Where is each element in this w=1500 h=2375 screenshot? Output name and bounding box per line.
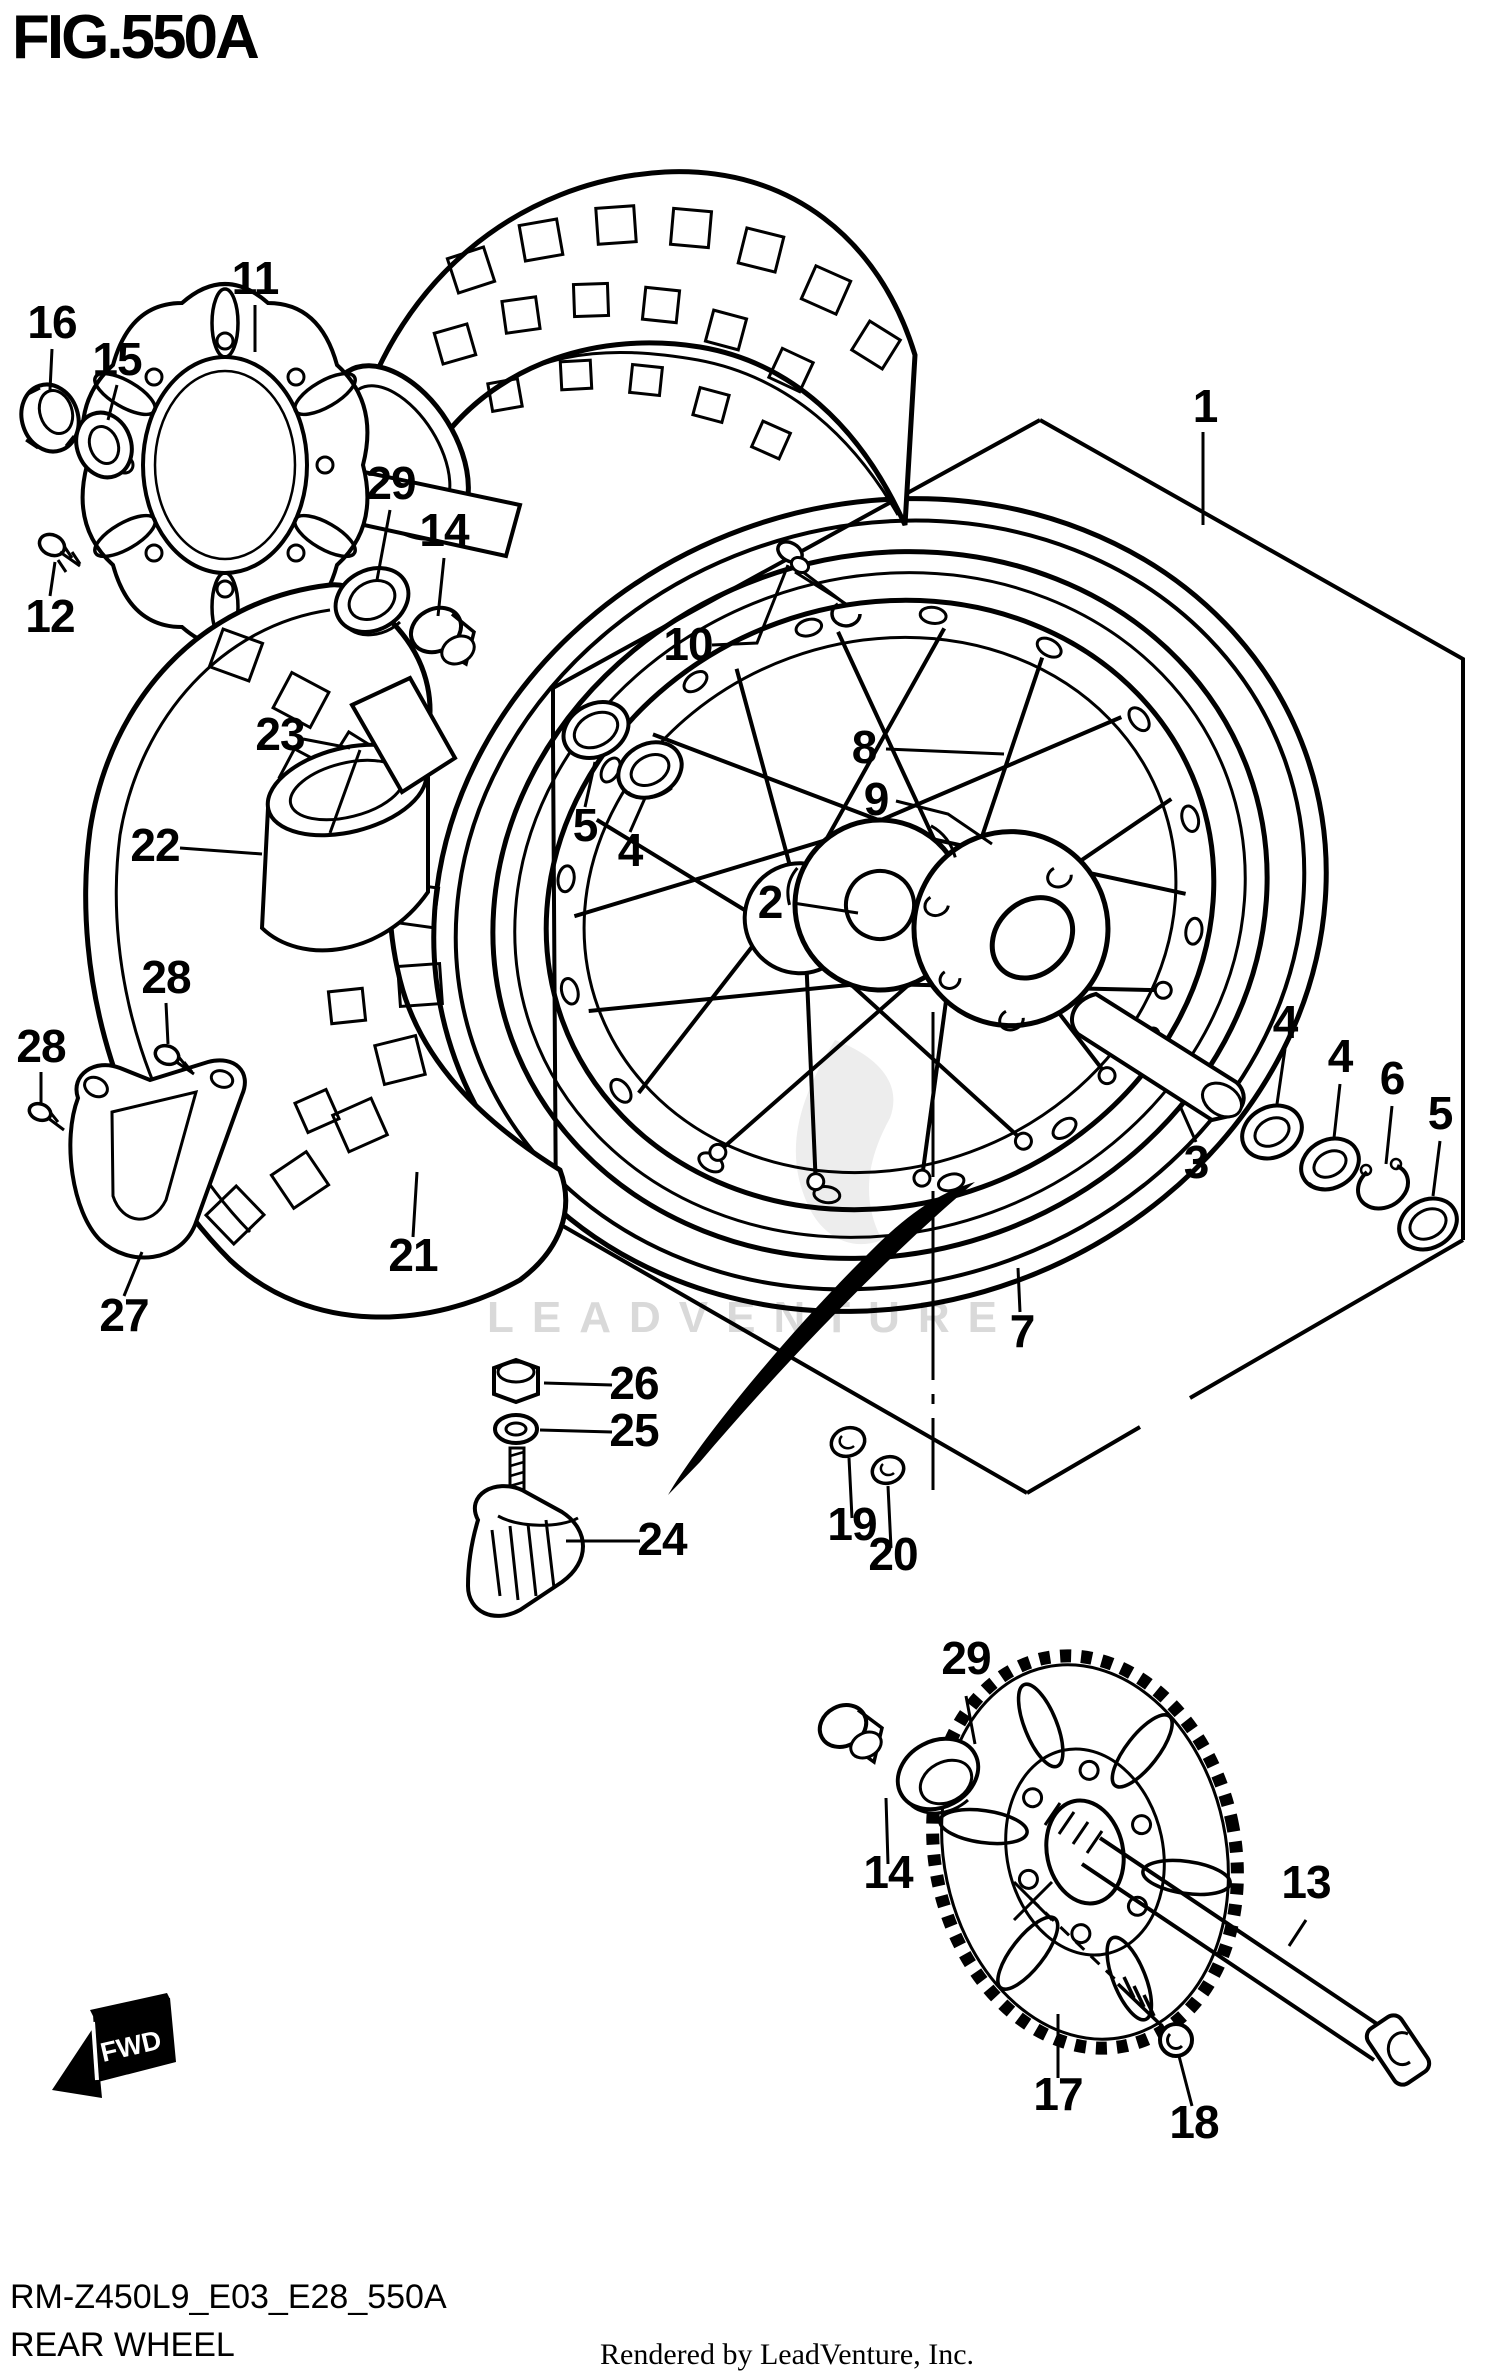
- hub: [742, 817, 1111, 1032]
- footer-part-code: RM-Z450L9_E03_E28_550A: [10, 2278, 447, 2316]
- wheel-assembly: [431, 496, 1329, 1314]
- part-label-17: 17: [1033, 2068, 1082, 2120]
- part-label-6: 6: [1380, 1052, 1405, 1104]
- part-label-19: 19: [827, 1498, 876, 1550]
- seal-5-right: [1397, 1196, 1459, 1252]
- part-label-28: 28: [16, 1020, 66, 1072]
- spacer-14-top: [409, 605, 476, 667]
- snap-ring-6: [1356, 1157, 1410, 1211]
- part-label-9: 9: [864, 773, 889, 825]
- part-label-14: 14: [419, 504, 470, 556]
- nut-16: [19, 382, 81, 454]
- part-label-20: 20: [868, 1528, 917, 1580]
- part-label-21: 21: [388, 1229, 438, 1281]
- seal-29-top: [333, 566, 411, 637]
- washer-15: [74, 410, 134, 480]
- part-label-29: 29: [366, 457, 415, 509]
- footer-credit: Rendered by LeadVenture, Inc.: [600, 2338, 974, 2371]
- part-label-16: 16: [27, 296, 76, 348]
- part-label-3: 3: [1184, 1136, 1209, 1188]
- part-label-22: 22: [130, 819, 179, 871]
- spacer-tube-3: [1070, 991, 1246, 1123]
- part-label-14: 14: [863, 1846, 914, 1898]
- part-label-11: 11: [232, 252, 279, 304]
- watermark-flame: [795, 1040, 894, 1245]
- part-label-25: 25: [609, 1404, 659, 1456]
- part-label-12: 12: [25, 590, 74, 642]
- footer-figure-name: REAR WHEEL: [10, 2326, 235, 2364]
- bearing-4-right-b: [1299, 1136, 1361, 1192]
- figure-title: FIG.550A: [12, 3, 259, 72]
- watermark: LEADVENTURE: [487, 1040, 997, 1342]
- spacer-14-bottom: [817, 1703, 884, 1765]
- sprocket-17: [926, 1649, 1244, 2055]
- part-label-4: 4: [618, 824, 644, 876]
- bearing-4-right-a: [1240, 1103, 1304, 1161]
- part-label-4: 4: [1328, 1030, 1354, 1082]
- part-label-23: 23: [255, 708, 304, 760]
- part-label-5: 5: [1428, 1087, 1453, 1139]
- fwd-arrow: FWD: [52, 1993, 176, 2098]
- disc-bolt-holes: [115, 331, 335, 599]
- part-label-7: 7: [1010, 1305, 1035, 1357]
- bolt-28-upper: [153, 1043, 195, 1076]
- leader-lines: [39, 305, 1442, 2107]
- tire-knobs: [432, 204, 903, 461]
- washer-20: [870, 1454, 906, 1486]
- axle-13: [1043, 1802, 1432, 2087]
- part-label-28: 28: [141, 951, 191, 1003]
- part-label-29: 29: [941, 1632, 990, 1684]
- rim-lock-24: [465, 1446, 585, 1618]
- bolt-12: [37, 532, 82, 573]
- ring-5-left: [561, 700, 631, 760]
- washer-25: [493, 1413, 539, 1445]
- disc-guard-27: [68, 1058, 247, 1260]
- bearing-4-left: [616, 740, 684, 800]
- rim-tape-23: [349, 675, 458, 795]
- part-label-26: 26: [609, 1357, 658, 1409]
- part-label-4: 4: [1273, 996, 1299, 1048]
- part-label-27: 27: [99, 1289, 148, 1341]
- nut-19: [829, 1425, 867, 1459]
- part-label-24: 24: [637, 1513, 688, 1565]
- axle-threads: [1043, 1802, 1104, 1854]
- sprocket-bolt-18: [1012, 1880, 1194, 2058]
- spoke-nipples: [708, 980, 1173, 1192]
- part-label-18: 18: [1169, 2096, 1219, 2148]
- part-label-1: 1: [1193, 380, 1218, 432]
- part-label-10: 10: [663, 618, 712, 670]
- part-label-13: 13: [1281, 1856, 1330, 1908]
- bolt-28-lower: [27, 1101, 65, 1132]
- part-label-5: 5: [573, 799, 598, 851]
- sprocket-holes: [1017, 1759, 1153, 1945]
- seal-29-bottom: [895, 1736, 981, 1815]
- axle-head: [1364, 2013, 1432, 2087]
- nut-26: [492, 1357, 540, 1405]
- part-label-15: 15: [92, 333, 142, 385]
- part-label-8: 8: [852, 721, 877, 773]
- part-label-2: 2: [758, 876, 783, 928]
